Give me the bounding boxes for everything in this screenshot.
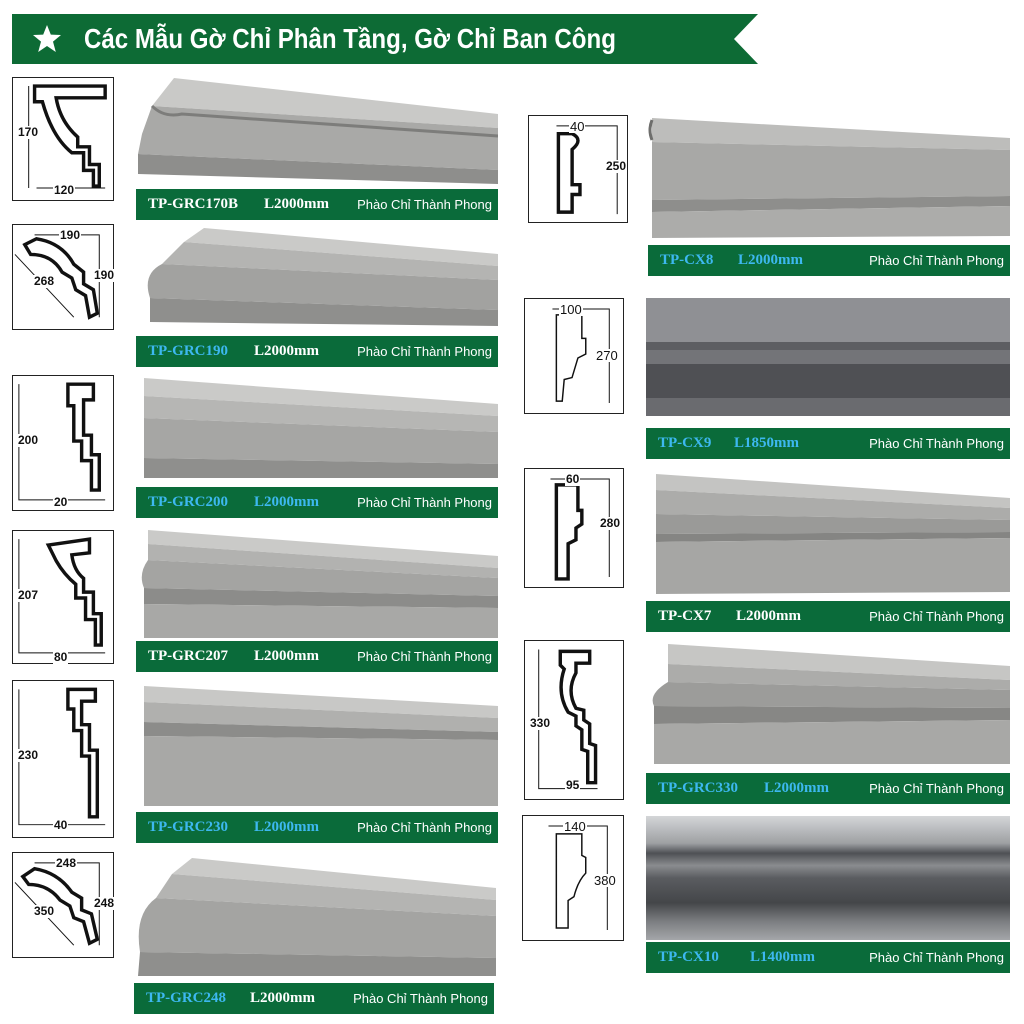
dim-width: 100 bbox=[559, 302, 583, 317]
product-label-grc170b: TP-GRC170B L2000mm Phào Chỉ Thành Phong bbox=[136, 189, 498, 220]
product-length: L2000mm bbox=[264, 196, 329, 212]
brand-name: Phào Chỉ Thành Phong bbox=[869, 609, 1004, 624]
profile-diagram-cx9: 100 270 bbox=[524, 298, 624, 414]
product-code: TP-CX7 bbox=[658, 608, 712, 624]
product-photo-cx9 bbox=[646, 298, 1010, 416]
brand-name: Phào Chỉ Thành Phong bbox=[353, 991, 488, 1006]
dim-width: 95 bbox=[565, 778, 581, 792]
product-photo-grc248 bbox=[132, 856, 496, 978]
dim-width: 20 bbox=[53, 495, 69, 509]
product-photo-grc230 bbox=[134, 684, 498, 810]
product-length: L2000mm bbox=[250, 990, 315, 1006]
dim-diagonal: 350 bbox=[33, 904, 56, 918]
dim-side: 248 bbox=[93, 896, 116, 910]
dim-diagonal: 268 bbox=[33, 274, 56, 288]
product-photo-cx8 bbox=[648, 114, 1010, 240]
profile-diagram-cx7: 60 280 bbox=[524, 468, 624, 588]
header-banner: Các Mẫu Gờ Chỉ Phân Tầng, Gờ Chỉ Ban Côn… bbox=[12, 14, 758, 64]
product-code: TP-GRC190 bbox=[148, 343, 228, 359]
product-length: L2000mm bbox=[738, 252, 803, 268]
dim-width: 40 bbox=[53, 818, 69, 832]
brand-name: Phào Chỉ Thành Phong bbox=[357, 197, 492, 212]
product-length: L1850mm bbox=[734, 435, 799, 451]
brand-name: Phào Chỉ Thành Phong bbox=[357, 344, 492, 359]
product-code: TP-GRC200 bbox=[148, 494, 228, 510]
product-photo-cx10 bbox=[646, 816, 1010, 940]
product-code: TP-CX9 bbox=[658, 435, 712, 451]
product-code: TP-GRC207 bbox=[148, 648, 228, 664]
dim-top: 190 bbox=[59, 228, 82, 242]
product-code: TP-GRC230 bbox=[148, 819, 228, 835]
dim-height: 270 bbox=[595, 348, 619, 363]
product-length: L2000mm bbox=[764, 780, 829, 796]
brand-name: Phào Chỉ Thành Phong bbox=[357, 649, 492, 664]
product-photo-grc330 bbox=[648, 642, 1010, 766]
star-icon bbox=[33, 25, 61, 52]
product-length: L2000mm bbox=[736, 608, 801, 624]
dim-height: 250 bbox=[605, 159, 628, 173]
product-length: L2000mm bbox=[254, 343, 319, 359]
product-length: L2000mm bbox=[254, 819, 319, 835]
product-label-cx7: TP-CX7 L2000mm Phào Chỉ Thành Phong bbox=[646, 601, 1010, 632]
profile-diagram-grc190: 190 268 190 bbox=[12, 224, 116, 330]
product-label-grc230: TP-GRC230 L2000mm Phào Chỉ Thành Phong bbox=[136, 812, 498, 843]
dim-width: 40 bbox=[569, 119, 586, 134]
profile-diagram-grc248: 248 350 248 bbox=[12, 852, 116, 958]
product-photo-grc207 bbox=[134, 528, 498, 640]
product-code: TP-GRC330 bbox=[658, 780, 738, 796]
page-title: Các Mẫu Gờ Chỉ Phân Tầng, Gờ Chỉ Ban Côn… bbox=[84, 23, 616, 54]
profile-diagram-grc200: 200 20 bbox=[12, 375, 114, 511]
product-length: L2000mm bbox=[254, 648, 319, 664]
banner-shape bbox=[12, 14, 758, 64]
dim-height: 330 bbox=[529, 716, 552, 730]
product-label-grc190: TP-GRC190 L2000mm Phào Chỉ Thành Phong bbox=[136, 336, 498, 367]
brand-name: Phào Chỉ Thành Phong bbox=[357, 495, 492, 510]
product-label-grc330: TP-GRC330 L2000mm Phào Chỉ Thành Phong bbox=[646, 773, 1010, 804]
product-code: TP-GRC170B bbox=[148, 196, 238, 212]
dim-height: 230 bbox=[17, 748, 40, 762]
dim-height: 170 bbox=[17, 125, 40, 139]
dim-height: 200 bbox=[17, 433, 40, 447]
profile-diagram-grc230: 230 40 bbox=[12, 680, 114, 838]
product-photo-grc200 bbox=[134, 374, 498, 482]
product-code: TP-CX10 bbox=[658, 949, 719, 965]
brand-name: Phào Chỉ Thành Phong bbox=[869, 253, 1004, 268]
dim-top: 248 bbox=[55, 856, 78, 870]
profile-diagram-grc207: 207 80 bbox=[12, 530, 114, 664]
product-photo-cx7 bbox=[648, 472, 1010, 596]
product-label-cx10: TP-CX10 L1400mm Phào Chỉ Thành Phong bbox=[646, 942, 1010, 973]
brand-name: Phào Chỉ Thành Phong bbox=[869, 436, 1004, 451]
product-label-grc207: TP-GRC207 L2000mm Phào Chỉ Thành Phong bbox=[136, 641, 498, 672]
product-code: TP-CX8 bbox=[660, 252, 714, 268]
dim-width: 140 bbox=[563, 819, 587, 834]
product-length: L2000mm bbox=[254, 494, 319, 510]
profile-diagram-cx10: 140 380 bbox=[522, 815, 624, 941]
product-code: TP-GRC248 bbox=[146, 990, 226, 1006]
dim-side: 190 bbox=[93, 268, 116, 282]
dim-height: 280 bbox=[599, 516, 622, 530]
dim-height: 207 bbox=[17, 588, 40, 602]
profile-diagram-cx8: 40 250 bbox=[528, 115, 628, 223]
product-label-cx9: TP-CX9 L1850mm Phào Chỉ Thành Phong bbox=[646, 428, 1010, 459]
brand-name: Phào Chỉ Thành Phong bbox=[869, 950, 1004, 965]
product-label-grc248: TP-GRC248 L2000mm Phào Chỉ Thành Phong bbox=[134, 983, 494, 1014]
brand-name: Phào Chỉ Thành Phong bbox=[357, 820, 492, 835]
dim-width: 80 bbox=[53, 650, 69, 664]
product-label-cx8: TP-CX8 L2000mm Phào Chỉ Thành Phong bbox=[648, 245, 1010, 276]
dim-height: 380 bbox=[593, 873, 617, 888]
profile-diagram-grc170b: 170 120 bbox=[12, 77, 114, 201]
profile-diagram-grc330: 330 95 bbox=[524, 640, 624, 800]
product-photo-grc190 bbox=[134, 224, 498, 332]
product-label-grc200: TP-GRC200 L2000mm Phào Chỉ Thành Phong bbox=[136, 487, 498, 518]
dim-width: 120 bbox=[53, 183, 76, 197]
brand-name: Phào Chỉ Thành Phong bbox=[869, 781, 1004, 796]
product-photo-grc170b bbox=[134, 74, 498, 186]
dim-width: 60 bbox=[565, 472, 581, 486]
product-length: L1400mm bbox=[750, 949, 815, 965]
